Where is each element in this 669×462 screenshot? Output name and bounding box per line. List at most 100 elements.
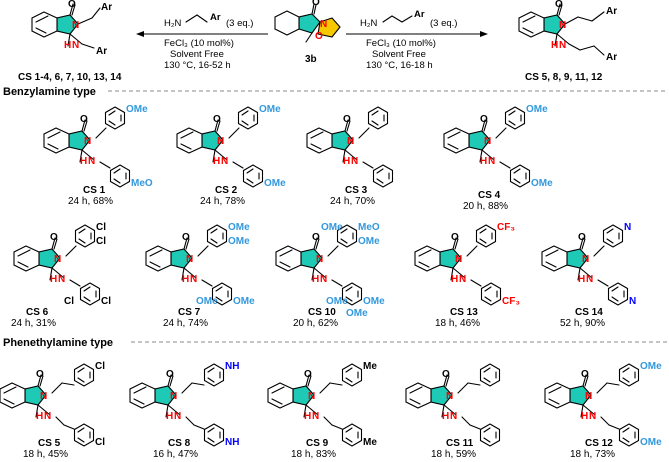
amine-h-label: H bbox=[166, 411, 173, 422]
aryl-ring-lower bbox=[372, 164, 394, 188]
compound-conditions: 24 h, 78% bbox=[200, 196, 245, 207]
compound-id: CS 4 bbox=[478, 190, 501, 201]
amine-n-label: N bbox=[450, 411, 457, 422]
aryl-ring-upper bbox=[618, 363, 640, 387]
amine-n-label: N bbox=[221, 156, 228, 167]
left-amine-label: H₂N bbox=[164, 18, 182, 29]
substituent-top: CF₃ bbox=[497, 222, 515, 233]
substituent-top: Cl bbox=[96, 222, 106, 233]
start-material-label: 3b bbox=[305, 54, 317, 65]
substituent-bottom: OMe bbox=[363, 296, 385, 307]
left-product-h: H bbox=[64, 40, 71, 51]
aryl-ring-upper bbox=[475, 224, 497, 248]
amine-h-label: H bbox=[36, 411, 43, 422]
substituent-bottom: Cl bbox=[101, 296, 111, 307]
amine-h-label: H bbox=[578, 274, 585, 285]
left-product-nh: N bbox=[72, 40, 79, 51]
compound-conditions: 24 h, 31% bbox=[11, 318, 56, 329]
aryl-ring-lower bbox=[509, 164, 531, 188]
compound-conditions: 20 h, 88% bbox=[463, 201, 508, 212]
substituent-top: OMe bbox=[640, 361, 662, 372]
compound-conditions: 52 h, 90% bbox=[560, 318, 605, 329]
compound-conditions: 18 h, 83% bbox=[291, 449, 336, 460]
aryl-ring-upper bbox=[341, 363, 363, 387]
amine-n-label: N bbox=[351, 156, 358, 167]
carbonyl-o-label: O bbox=[312, 0, 320, 8]
lactam-n-label: N bbox=[217, 136, 224, 147]
left-products-list: CS 1-4, 6, 7, 10, 13, 14 bbox=[18, 72, 122, 83]
compound-conditions: 18 h, 45% bbox=[23, 449, 68, 460]
left-product-ar1: Ar bbox=[101, 2, 112, 13]
amine-n-label: N bbox=[88, 156, 95, 167]
lactam-n-label: N bbox=[585, 391, 592, 402]
substituent-bottom: OMe bbox=[640, 437, 662, 448]
carbonyl-o-label: O bbox=[451, 232, 459, 243]
aryl-ring-lower bbox=[242, 164, 264, 188]
carbonyl-o-label: O bbox=[36, 369, 44, 380]
compound-conditions: 18 h, 73% bbox=[570, 449, 615, 460]
right-product-nh: N bbox=[559, 40, 566, 51]
compound-id: CS 1 bbox=[83, 185, 106, 196]
amine-n-label: N bbox=[488, 156, 495, 167]
carbonyl-o-label: O bbox=[182, 232, 190, 243]
aryl-ring-upper bbox=[73, 363, 95, 387]
carbonyl-o-label: O bbox=[480, 114, 488, 125]
left-solvent-label: Solvent Free bbox=[170, 49, 224, 60]
aryl-ring-lower bbox=[203, 423, 225, 447]
amine-h-label: H bbox=[581, 411, 588, 422]
amine-h-label: H bbox=[442, 411, 449, 422]
substituent-bottom: CF₃ bbox=[502, 296, 520, 307]
left-equiv-label: (3 eq.) bbox=[226, 18, 253, 29]
right-conditions-label: 130 °C, 16-18 h bbox=[366, 60, 433, 71]
lactam-n-label: N bbox=[316, 254, 323, 265]
carbonyl-o-label: O bbox=[343, 114, 351, 125]
amine-n-label: N bbox=[459, 274, 466, 285]
lactam-n-label: N bbox=[170, 391, 177, 402]
carbonyl-o-label: O bbox=[50, 232, 58, 243]
compound-id: CS 9 bbox=[306, 438, 329, 449]
amine-n-label: N bbox=[174, 411, 181, 422]
substituent-top-2: OMe bbox=[228, 236, 250, 247]
substituent-bottom: OMe bbox=[264, 178, 286, 189]
amine-n-label: N bbox=[320, 274, 327, 285]
compound-conditions: 18 h, 59% bbox=[431, 449, 476, 460]
aryl-ring-lower bbox=[109, 164, 131, 188]
substituent-bottom: OMe bbox=[233, 296, 255, 307]
lactam-n-label: N bbox=[446, 391, 453, 402]
amine-h-label: H bbox=[480, 156, 487, 167]
lactam-n-label: N bbox=[308, 391, 315, 402]
compound-id: CS 6 bbox=[26, 307, 49, 318]
substituent-bottom: NH bbox=[225, 437, 239, 448]
amine-n-label: N bbox=[586, 274, 593, 285]
compound-conditions: 18 h, 46% bbox=[435, 318, 480, 329]
compound-id: CS 10 bbox=[308, 307, 336, 318]
carbonyl-o-label: O bbox=[213, 114, 221, 125]
substituent-top-2: OMe bbox=[358, 236, 380, 247]
aryl-ring-upper bbox=[602, 224, 624, 248]
carbonyl-o-label: O bbox=[166, 369, 174, 380]
compound-id: CS 14 bbox=[575, 307, 603, 318]
left-reaction-arrow: H₂N Ar (3 eq.) FeCl₃ (10 mol%) Solvent F… bbox=[136, 12, 268, 71]
right-products-list: CS 5, 8, 9, 11, 12 bbox=[525, 72, 603, 83]
aryl-ring-upper bbox=[74, 224, 96, 248]
substituent-top: OMe bbox=[126, 104, 148, 115]
aryl-ring-upper bbox=[504, 106, 526, 130]
aryl-ring-lower bbox=[341, 423, 363, 447]
compound-id: CS 2 bbox=[215, 185, 238, 196]
amine-h-label: H bbox=[182, 274, 189, 285]
lactam-n-label: N bbox=[455, 254, 462, 265]
compound-conditions: 20 h, 62% bbox=[293, 318, 338, 329]
substituent-bottom-2: OMe bbox=[196, 296, 218, 307]
aryl-ring-upper bbox=[479, 363, 501, 387]
lactam-n-label: N bbox=[484, 136, 491, 147]
amine-h-label: H bbox=[343, 156, 350, 167]
start-material-3b: O N O 3b bbox=[274, 0, 341, 65]
substituent-bottom-2: Cl bbox=[64, 296, 74, 307]
carbonyl-o-label: O bbox=[304, 369, 312, 380]
